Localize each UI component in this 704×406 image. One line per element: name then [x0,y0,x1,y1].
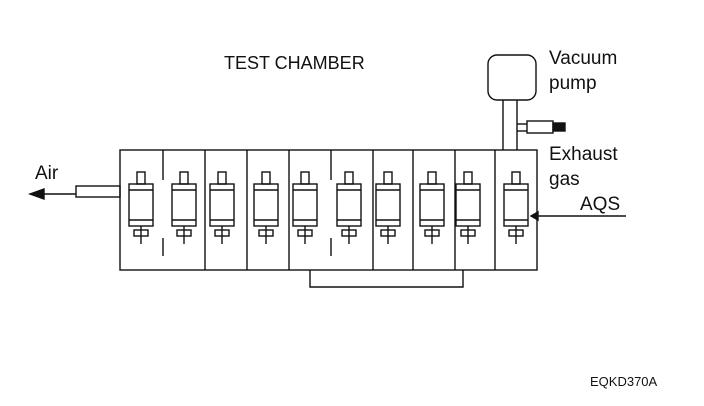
air-outlet [27,185,121,200]
sensor-module-2 [171,171,197,244]
air-label: Air [35,163,59,184]
sensor-module-10 [503,171,529,244]
vacuum-pump-body [487,54,537,101]
exhaust-gas-label-line1: Exhaust [549,144,618,165]
sensor-module-8 [419,171,445,244]
sensor-module-5 [292,171,318,244]
aqs-line [529,210,626,222]
chamber-outline [119,149,538,271]
sensor-module-1 [128,171,154,244]
chamber-partitions [162,150,496,270]
sensor-module-6 [336,171,362,244]
bottom-bracket [309,270,464,288]
vacuum-pump-label-line1: Vacuum [549,48,618,69]
sensor-module-4 [253,171,279,244]
exhaust-valve [517,120,566,134]
test-chamber-title: TEST CHAMBER [224,53,365,73]
vacuum-pump-label-line2: pump [549,73,597,94]
figure-code: EQKD370A [590,374,658,389]
sensor-module-7 [375,171,401,244]
sensor-modules [128,171,529,244]
aqs-label: AQS [580,194,621,215]
sensor-module-9 [455,171,481,244]
exhaust-gas-label-line2: gas [549,169,580,190]
sensor-module-3 [209,171,235,244]
